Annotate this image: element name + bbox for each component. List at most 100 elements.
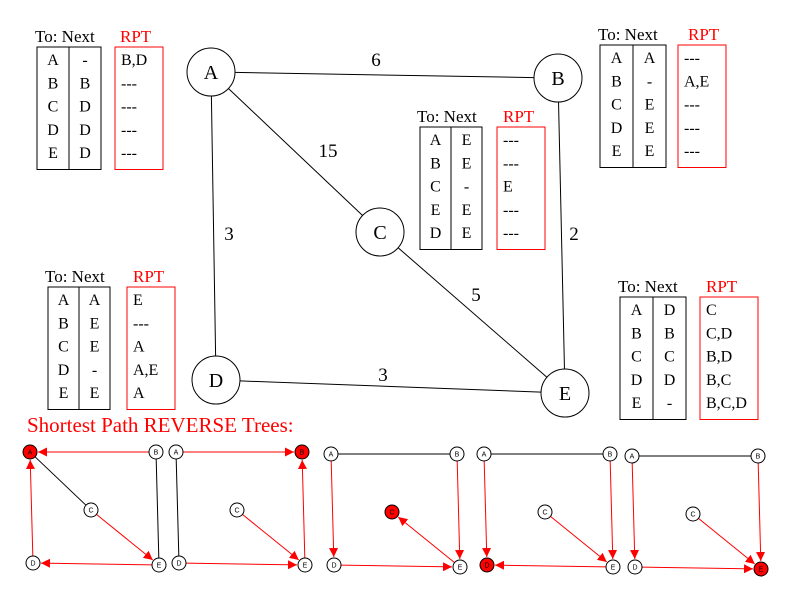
table-header-to-next: To: Next [598,25,658,44]
tree-node-d: D [25,555,41,571]
next-cell: B [80,75,91,92]
tree-arrow [185,560,298,570]
rpt-cell: --- [503,155,519,172]
tree-node-label: C [234,508,239,515]
next-cell: D [79,99,91,116]
dest-cell: A [47,52,59,69]
tree-arrow [494,560,607,570]
tree-node-label: E [458,565,463,572]
tree-node-label: D [484,563,489,570]
node-e: E [540,368,590,418]
next-cell: D [664,302,676,319]
rpt-cell: C [706,302,717,319]
node-label: A [204,62,219,84]
tree-node-e: E [151,557,167,573]
tree-node-label: B [608,452,613,459]
next-cell: A [644,50,656,67]
tree-node-label: C [88,508,93,515]
tree-node-label: E [611,565,616,572]
dest-cell: D [58,362,70,379]
rpt-cell: B,C [706,372,731,389]
tree-node-c: C [384,504,400,520]
dest-cell: A [631,302,643,319]
rpt-cell: --- [684,120,700,137]
tree-node-label: B [154,450,159,457]
tree-node-d: D [627,559,643,575]
tree-node-a: A [323,446,339,462]
dest-cell: B [611,73,622,90]
tree-node-a: A [168,444,184,460]
rpt-box [126,286,176,410]
node-a: A [186,47,236,97]
dest-cell: E [431,202,441,219]
next-cell: - [667,395,672,412]
next-cell: - [464,179,469,196]
rpt-cell: --- [121,99,137,116]
tree-node-e: E [452,559,468,575]
dest-cell: D [611,120,623,137]
tree-node-label: A [329,452,334,459]
tree-node-label: D [176,561,181,568]
edge-d-e [239,380,542,393]
edge-a-d [210,95,217,357]
next-cell: - [647,73,652,90]
tree-arrow [242,514,300,561]
table-header-rpt: RPT [706,277,738,296]
tree-arrow [630,462,640,560]
tree-node-c: C [229,502,245,518]
tree-arrow [40,558,153,568]
rpt-cell: --- [121,145,137,162]
tree-node-label: B [756,454,761,461]
node-label: B [551,68,564,90]
tree-edge [175,458,180,557]
rpt-cell: A,E [684,73,709,90]
tree-arrow [455,460,465,560]
dest-cell: C [611,97,622,114]
edge-a-c [228,88,363,216]
reverse-trees-heading: Shortest Path REVERSE Trees: [27,413,294,437]
tree-node-label: C [389,510,394,517]
tree-arrow [756,462,766,562]
node-label: E [559,383,571,405]
rpt-cell: --- [684,97,700,114]
tree-node-e: E [297,557,313,573]
rpt-cell: C,D [706,325,732,342]
tree-node-a: A [624,448,640,464]
rpt-cell: --- [121,122,137,139]
rpt-cell: E [133,292,143,309]
tree-node-b: B [449,446,465,462]
next-cell: A [89,292,101,309]
tree-node-d: D [479,557,495,573]
rpt-cell: --- [684,50,700,67]
tree-node-label: D [632,565,637,572]
dest-cell: D [631,372,643,389]
tree-arrow [397,516,455,563]
dest-cell: C [430,179,441,196]
edge-weight: 5 [471,285,481,306]
tree-arrow [297,459,307,559]
dest-cell: E [48,145,58,162]
tree-node-label: A [482,452,487,459]
next-cell: E [90,339,100,356]
tree-node-label: A [630,454,635,461]
dest-cell: D [47,122,59,139]
tree-node-b: B [294,444,310,460]
rpt-cell: E [503,179,513,196]
tree-node-label: E [303,563,308,570]
next-cell: E [645,120,655,137]
reverse-tree-b: A B C D E [168,444,313,573]
tree-node-label: C [542,510,547,517]
tree-node-label: B [455,452,460,459]
dest-cell: E [632,395,642,412]
tree-node-a: A [22,444,38,460]
tree-node-c: C [685,506,701,522]
rpt-cell: --- [503,225,519,242]
rpt-cell: --- [121,75,137,92]
edge-weight: 3 [224,224,234,245]
next-cell: E [645,97,655,114]
